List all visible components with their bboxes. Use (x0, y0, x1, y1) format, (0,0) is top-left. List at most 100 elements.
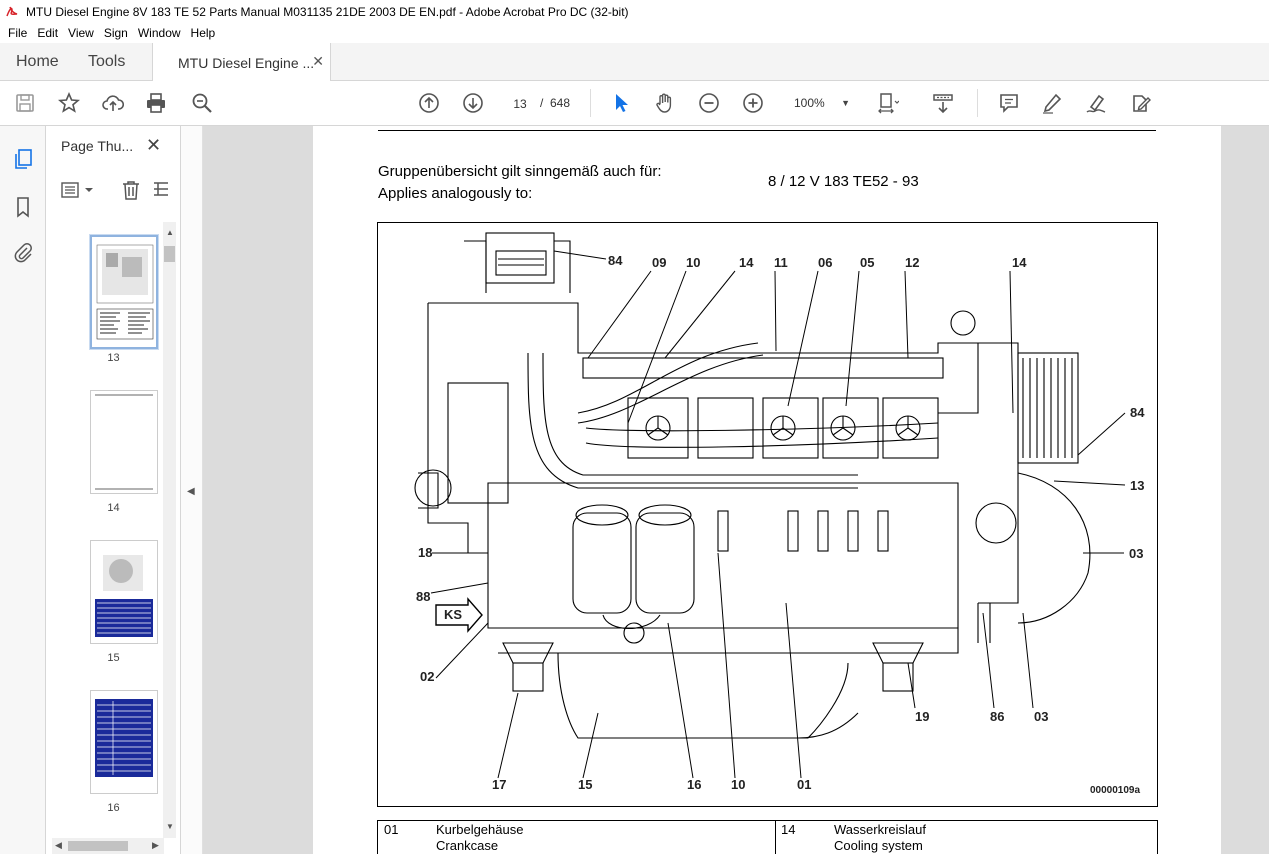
menu-edit[interactable]: Edit (37, 26, 59, 40)
sign-pen-icon[interactable] (1084, 91, 1108, 115)
page-up-icon[interactable] (417, 91, 441, 115)
tab-document[interactable]: MTU Diesel Engine ... ✕ (152, 43, 331, 82)
model-range: 8 / 12 V 183 TE52 - 93 (768, 173, 919, 190)
scroll-left-icon[interactable]: ◀ (55, 840, 62, 850)
zoom-out-icon[interactable] (697, 91, 721, 115)
callout-label: 12 (905, 255, 920, 270)
callout-label: 05 (860, 255, 875, 270)
scroll-right-icon[interactable]: ▶ (152, 840, 159, 850)
page-down-icon[interactable] (461, 91, 485, 115)
scrollbar-thumb[interactable] (164, 246, 175, 262)
hand-tool-icon[interactable] (653, 91, 677, 115)
menu-bar: File Edit View Sign Window Help (0, 23, 1269, 43)
engine-drawing: 84 09 10 14 11 06 05 12 14 84 13 03 18 8… (377, 222, 1158, 807)
tab-home[interactable]: Home (16, 53, 59, 70)
menu-file[interactable]: File (8, 26, 28, 40)
document-viewer[interactable]: Gruppenübersicht gilt sinngemäß auch für… (203, 126, 1269, 854)
toolbar: 13 / 648 100% ▼ (0, 81, 1269, 126)
group-overview-en: Applies analogously to: (378, 185, 533, 202)
legend-num: 14 (781, 822, 796, 837)
thumbnail-label: 15 (107, 652, 120, 664)
engine-diagram (414, 232, 1126, 779)
highlight-pen-icon[interactable] (1040, 91, 1064, 115)
menu-sign[interactable]: Sign (103, 26, 128, 40)
panel-tools (60, 178, 176, 202)
select-cursor-icon[interactable] (609, 91, 633, 115)
page-total: 648 (550, 96, 571, 110)
callout-label: 17 (492, 777, 507, 792)
delete-trash-icon[interactable] (120, 179, 142, 201)
callout-label: 03 (1034, 709, 1049, 724)
callout-label: 84 (1130, 405, 1145, 420)
callout-label: 10 (731, 777, 746, 792)
scroll-mode-icon[interactable] (931, 91, 955, 115)
group-overview-de: Gruppenübersicht gilt sinngemäß auch für… (378, 163, 662, 180)
page-thumbnail-14[interactable] (90, 390, 158, 494)
comment-icon[interactable] (997, 91, 1021, 115)
acrobat-app-icon (5, 4, 19, 19)
legend-table: 01 Kurbelgehäuse Crankcase 14 Wasserkrei… (377, 820, 1158, 854)
page-separator: / (540, 96, 544, 110)
table-divider (775, 821, 776, 854)
callout-label: 01 (797, 777, 812, 792)
page-tools-icon[interactable] (152, 179, 172, 201)
page-number-input[interactable]: 13 (513, 97, 527, 111)
title-bar: MTU Diesel Engine 8V 183 TE 52 Parts Man… (0, 0, 1269, 23)
menu-view[interactable]: View (68, 26, 94, 40)
zoom-search-icon[interactable] (190, 91, 214, 115)
figure-id: 00000109a (1090, 785, 1141, 796)
tab-row: Home Tools MTU Diesel Engine ... ✕ (0, 43, 1269, 82)
page-thumbnail-15[interactable] (90, 540, 158, 644)
callout-label: 18 (418, 545, 433, 560)
menu-window[interactable]: Window (137, 26, 181, 40)
legend-de: Kurbelgehäuse (436, 822, 524, 837)
callout-label: 06 (818, 255, 833, 270)
panel-collapse-handle[interactable]: ◀ (181, 126, 203, 854)
upload-cloud-icon[interactable] (101, 91, 125, 115)
close-icon[interactable]: ✕ (312, 53, 324, 69)
thumbnail-label: 16 (107, 802, 120, 814)
legend-de: Wasserkreislauf (834, 822, 926, 837)
zoom-in-icon[interactable] (741, 91, 765, 115)
left-rail (0, 126, 46, 854)
save-icon[interactable] (13, 91, 37, 115)
tab-document-label: MTU Diesel Engine ... (178, 54, 315, 71)
page-thumbnail-16[interactable] (90, 690, 158, 794)
scroll-up-icon[interactable]: ▲ (166, 228, 174, 237)
thumbnail-horizontal-scrollbar[interactable]: ◀ ▶ (52, 838, 164, 854)
legend-en: Crankcase (436, 838, 499, 853)
tab-tools[interactable]: Tools (88, 53, 126, 70)
attachment-paperclip-icon[interactable] (12, 241, 34, 263)
callout-label: 03 (1129, 546, 1144, 561)
close-icon[interactable]: ✕ (146, 135, 162, 155)
callout-label: 86 (990, 709, 1005, 724)
menu-help[interactable]: Help (190, 26, 216, 40)
callout-label: 14 (739, 255, 754, 270)
thumbnail-preview (95, 394, 153, 490)
thumbnail-label: 14 (107, 502, 120, 514)
bookmark-icon[interactable] (12, 196, 34, 218)
callout-ks-label: KS (444, 607, 463, 622)
star-icon[interactable] (57, 91, 81, 115)
callout-label: 16 (687, 777, 702, 792)
print-icon[interactable] (144, 91, 168, 115)
callout-label: 11 (774, 255, 788, 270)
callout-label: 14 (1012, 255, 1027, 270)
page-thumbnails-icon[interactable] (12, 148, 34, 170)
page-fit-icon[interactable] (876, 91, 900, 115)
panel-title: Page Thu... (61, 138, 134, 154)
thumbnail-preview (95, 555, 153, 637)
chevron-down-icon[interactable] (84, 186, 94, 194)
scrollbar-thumb[interactable] (68, 841, 128, 851)
zoom-select[interactable]: 100% ▼ (786, 90, 856, 116)
callout-label: 84 (608, 253, 623, 268)
callout-label: 10 (686, 255, 701, 270)
page-thumbnail-13[interactable] (89, 234, 159, 350)
callout-label: 13 (1130, 478, 1145, 493)
fill-sign-icon[interactable] (1129, 91, 1153, 115)
thumbnail-vertical-scrollbar[interactable]: ▲ ▼ (163, 222, 176, 838)
legend-num: 01 (384, 822, 399, 837)
scroll-down-icon[interactable]: ▼ (166, 822, 174, 831)
options-menu-icon[interactable] (60, 180, 82, 200)
window-title: MTU Diesel Engine 8V 183 TE 52 Parts Man… (26, 4, 629, 19)
